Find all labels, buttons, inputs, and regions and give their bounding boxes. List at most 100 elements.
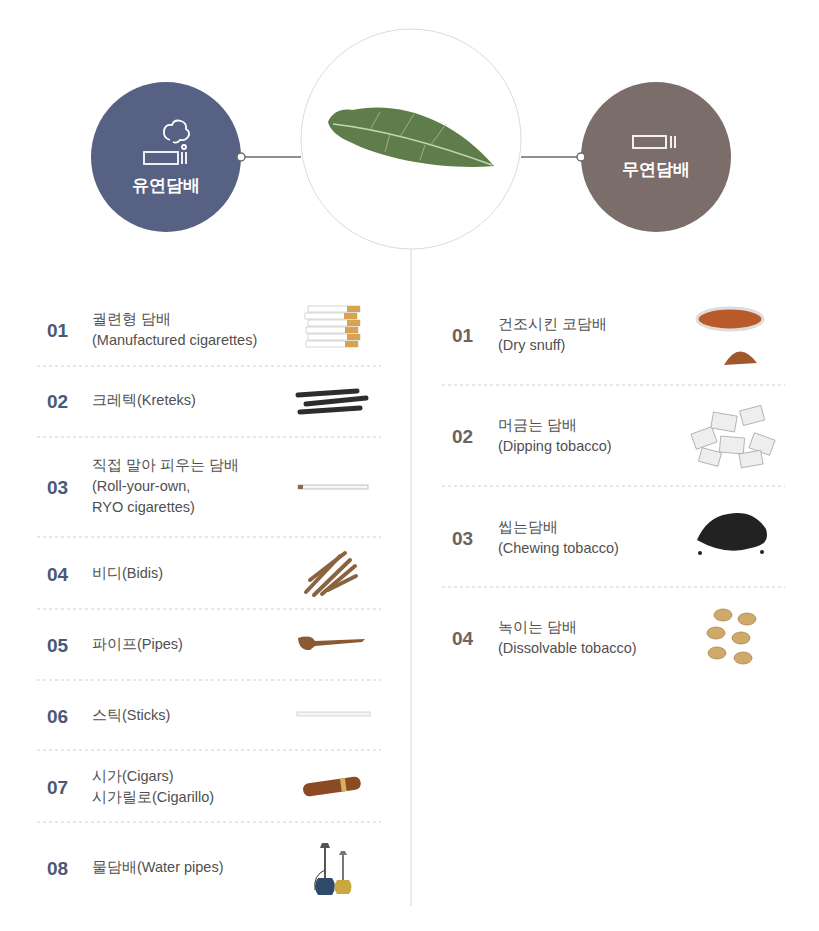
item-number: 01 xyxy=(47,321,68,340)
filter-tip xyxy=(347,306,360,312)
cigarette xyxy=(305,313,357,319)
kreteks-picture xyxy=(298,391,366,412)
lozenge xyxy=(732,632,750,644)
leaf-vein xyxy=(370,112,446,160)
item-number: 07 xyxy=(47,778,68,797)
leaf-circle xyxy=(301,29,521,249)
hookah-vase xyxy=(315,878,335,895)
pouch xyxy=(719,436,744,454)
pouch xyxy=(740,405,765,425)
cigarette xyxy=(308,320,360,326)
cigarette xyxy=(308,334,360,340)
leaf-vein xyxy=(333,124,492,165)
item-name: (Dipping tobacco) xyxy=(498,436,612,457)
snuff-pile xyxy=(724,351,757,365)
hookah-bowl xyxy=(339,851,347,855)
item-number: 04 xyxy=(47,565,68,584)
leaf-picture xyxy=(328,107,494,166)
category-circle: 무연담배 xyxy=(581,82,731,232)
filter-tip xyxy=(344,313,357,319)
item-name: (Manufactured cigarettes) xyxy=(92,330,257,351)
item-name: 시가(Cigars) xyxy=(92,766,214,787)
circle-fill xyxy=(91,82,241,232)
tobacco-bit xyxy=(760,550,764,554)
bidi xyxy=(310,553,345,580)
cigar-picture xyxy=(302,776,361,797)
item-number: 04 xyxy=(452,629,473,648)
lozenge xyxy=(708,647,726,659)
item-name: (Dry snuff) xyxy=(498,335,607,356)
cigarette xyxy=(308,306,360,312)
circle-outline xyxy=(581,82,731,232)
filter-tip xyxy=(347,334,360,340)
item-name: 파이프(Pipes) xyxy=(92,634,183,655)
tobacco-heap xyxy=(697,513,767,551)
item-name: (Roll-your-own, RYO cigarettes) xyxy=(92,476,214,518)
item-number: 02 xyxy=(452,427,473,446)
water-pipe-picture xyxy=(315,843,352,895)
filter-tip xyxy=(345,327,358,333)
cigarette xyxy=(306,341,358,347)
cigarette xyxy=(306,327,358,333)
item-name: 직접 말아 피우는 담배 xyxy=(92,455,239,476)
dashed-line xyxy=(37,680,381,681)
lozenge xyxy=(738,613,756,625)
item-name: 건조시킨 코담배 xyxy=(498,314,607,335)
cigar xyxy=(302,776,361,797)
item-number: 03 xyxy=(47,478,68,497)
dry-snuff-picture xyxy=(697,308,763,365)
item-name: 비디(Bidis) xyxy=(92,563,163,584)
item-name: 시가릴로(Cigarillo) xyxy=(92,787,214,808)
dashed-line xyxy=(37,537,381,538)
pouch xyxy=(699,448,722,467)
pipe-picture xyxy=(298,637,365,651)
snuff-tin xyxy=(697,308,763,330)
dipping-tobacco-picture xyxy=(691,405,775,467)
dashed-line xyxy=(442,587,785,588)
stick-picture xyxy=(297,712,370,716)
circle-outline xyxy=(91,82,241,232)
bidis-picture xyxy=(306,553,356,595)
tobacco-end xyxy=(298,485,303,489)
hookah-bowl xyxy=(320,843,330,848)
item-name: 크레텍(Kreteks) xyxy=(92,390,196,411)
bidi xyxy=(328,576,356,590)
kretek xyxy=(300,408,360,412)
circle-fill xyxy=(581,82,731,232)
pouch xyxy=(691,427,717,450)
item-number: 08 xyxy=(47,859,68,878)
dissolvable-tobacco-picture xyxy=(707,609,756,664)
hookah-vase xyxy=(335,880,352,894)
dashed-line xyxy=(37,750,381,751)
item-name: 씹는담배 xyxy=(498,517,619,538)
bidi xyxy=(322,566,355,594)
filter-tip xyxy=(345,341,358,347)
item-number: 03 xyxy=(452,529,473,548)
lozenge xyxy=(734,652,752,664)
item-number: 06 xyxy=(47,707,68,726)
dashed-line xyxy=(37,366,381,367)
link-line xyxy=(241,156,301,158)
lozenge xyxy=(707,627,725,639)
pouch xyxy=(739,450,763,468)
dashed-line xyxy=(442,486,785,487)
leaf-blade xyxy=(328,107,494,166)
tobacco-bit xyxy=(698,551,702,555)
category-title: 유연담배 xyxy=(132,176,200,196)
pouch xyxy=(711,412,737,432)
cigar-band xyxy=(340,778,347,792)
dashed-line xyxy=(442,385,785,386)
hookah-stem xyxy=(324,845,326,878)
hookah-hose xyxy=(315,870,325,890)
kretek xyxy=(306,398,366,404)
item-name: 궐련형 담배 xyxy=(92,309,257,330)
hookah-stem xyxy=(342,852,344,880)
row-separators xyxy=(37,366,785,822)
link-line xyxy=(521,156,581,158)
item-number: 05 xyxy=(47,636,68,655)
item-name: 녹이는 담배 xyxy=(498,617,637,638)
dashed-line xyxy=(37,822,381,823)
divider-line xyxy=(411,249,412,906)
item-name: 스틱(Sticks) xyxy=(92,705,170,726)
item-number: 02 xyxy=(47,392,68,411)
